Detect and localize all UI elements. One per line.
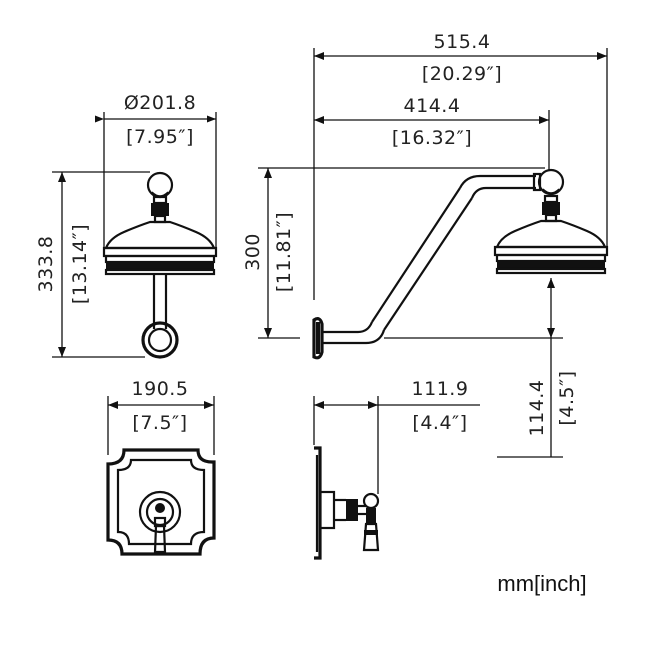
trim-width-inch: [7.5″] xyxy=(132,412,187,434)
front-view-valve-trim xyxy=(106,448,216,556)
overall-reach-inch: [20.29″] xyxy=(422,63,502,85)
arm-reach-mm: 414.4 xyxy=(404,95,461,117)
dim-trim-width: 190.5 [7.5″] xyxy=(107,378,215,455)
dim-valve-projection: 111.9 [4.4″] xyxy=(313,378,480,494)
units-label: mm[inch] xyxy=(497,571,586,596)
valve-projection-mm: 111.9 xyxy=(412,378,469,400)
dim-head-diameter: Ø201.8 [7.95″] xyxy=(95,92,217,248)
arm-reach-inch: [16.32″] xyxy=(392,127,472,149)
dim-front-height: 333.8 [13.14″] xyxy=(35,171,150,358)
side-view-valve xyxy=(314,446,380,560)
trim-width-mm: 190.5 xyxy=(132,378,189,400)
front-height-inch: [13.14″] xyxy=(69,224,91,304)
arm-height-inch: [11.81″] xyxy=(273,212,295,292)
head-diameter-inch: [7.95″] xyxy=(126,126,194,148)
front-height-mm: 333.8 xyxy=(35,236,57,293)
drop-inch: [4.5″] xyxy=(556,370,578,425)
dim-drop: 114.4 [4.5″] xyxy=(384,278,578,458)
drop-mm: 114.4 xyxy=(526,380,548,437)
arm-height-mm: 300 xyxy=(242,233,264,271)
overall-reach-mm: 515.4 xyxy=(434,31,491,53)
valve-projection-inch: [4.4″] xyxy=(412,412,467,434)
side-view-shower-arm xyxy=(312,168,609,360)
head-diameter-mm: Ø201.8 xyxy=(124,92,196,114)
dim-overall-reach: 515.4 [20.29″] xyxy=(313,31,608,300)
dim-arm-reach: 414.4 [16.32″] xyxy=(314,95,550,170)
dim-arm-height: 300 [11.81″] xyxy=(242,167,545,339)
front-view-shower-head xyxy=(102,171,218,359)
